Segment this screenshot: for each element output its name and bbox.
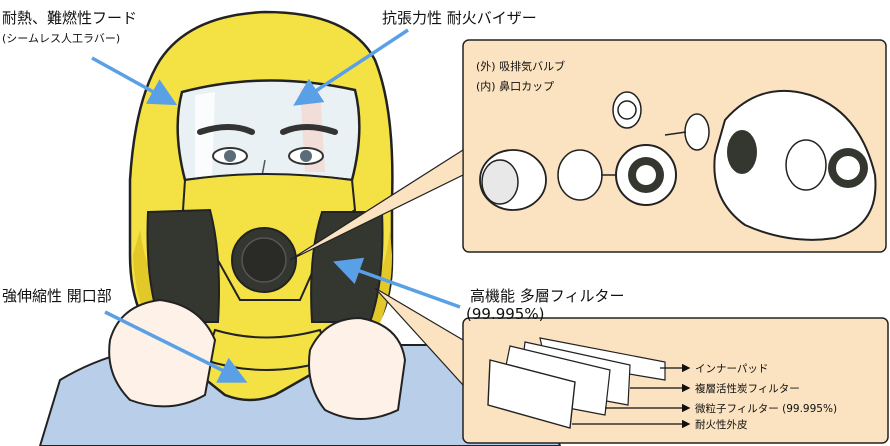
hood-sub-label: (シームレス人工ラバー) [2,32,121,45]
visor-label: 抗張力性 耐火バイザー [382,9,537,27]
cup-label: (内) 鼻口カップ [476,80,555,93]
right-hand [308,316,407,420]
filter-rate-label: (99.995%) [466,305,545,323]
blue-arrow-icon [333,257,461,309]
blue-arrow-icon [91,56,178,106]
brows [197,124,338,135]
valve-label: (外) 吸排気バルブ [476,60,566,73]
layer-outer-label: 耐火性外皮 [695,419,748,431]
left-hand [108,298,217,408]
filter-title-label: 高機能 多層フィルター [470,287,625,305]
filter-layer-stack-icon [487,337,666,429]
nose-cup-icon [713,89,877,241]
blue-arrow-icon [293,28,409,106]
blue-arrow-icon [104,310,248,383]
layer-carbon-label: 複層活性炭フィルター [695,383,800,395]
layer-inner-label: インナーパッド [695,363,769,375]
hood-title-label: 耐熱、難燃性フード [2,9,138,27]
filter-panel-left [146,208,220,323]
layer-particle-label: 微粒子フィルター (99.995%) [695,403,838,415]
opening-label: 強伸縮性 開口部 [2,287,112,305]
exhaust-valve-icon [479,91,710,211]
